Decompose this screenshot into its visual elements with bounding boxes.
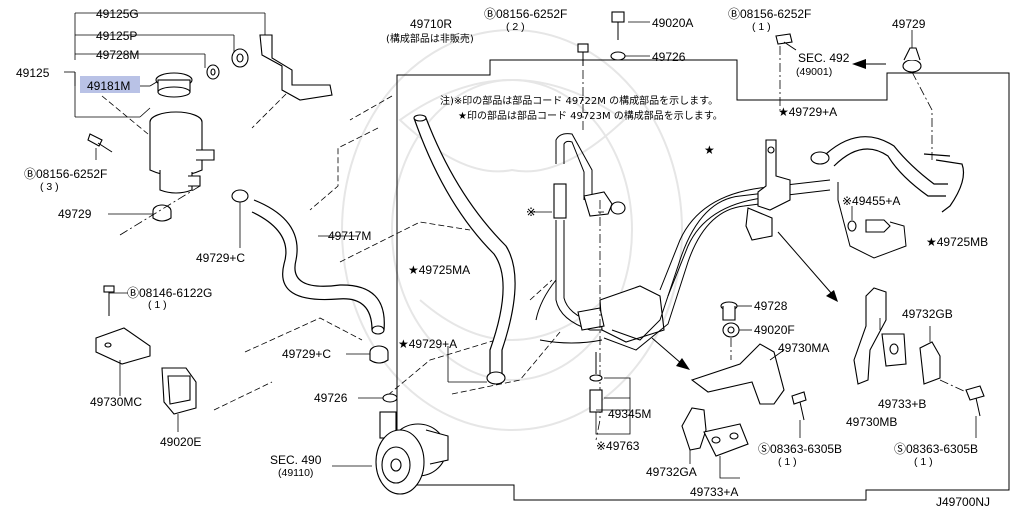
bolt-top-right <box>775 33 797 51</box>
watermark-emblem <box>341 29 683 431</box>
label-49730ma: 49730MA <box>778 341 829 355</box>
label-49729c-low: 49729+C <box>282 347 331 361</box>
label-49726-top: 49726 <box>652 50 686 64</box>
label-49710r: 49710R <box>410 17 452 31</box>
label-49729-tr: 49729 <box>892 17 926 31</box>
label-49125p: 49125P <box>96 29 137 43</box>
label-49728m: 49728M <box>96 48 139 62</box>
label-49729-left: 49729 <box>58 207 92 221</box>
pipe-junction-block <box>599 285 665 343</box>
collar <box>206 64 220 80</box>
label-bolt-top-qty: ( 2 ) <box>506 21 525 33</box>
arrow-to-bracket-ma <box>676 358 690 370</box>
label-star-mark: ★ <box>704 143 715 157</box>
label-49125g: 49125G <box>96 7 139 21</box>
label-bolt-top-code: Ⓑ08156-6252F <box>484 7 567 21</box>
clamp-49729a-top <box>810 151 830 165</box>
label-49732ga: 49732GA <box>646 465 697 479</box>
fitting-49455a <box>837 182 907 259</box>
label-49733a: 49733+A <box>690 485 738 499</box>
label-49730mc: 49730MC <box>90 395 142 409</box>
label-49345m: 49345M <box>608 407 651 421</box>
label-49455a: ※49455+A <box>842 194 900 208</box>
label-49729a-top: ★49729+A <box>778 105 837 119</box>
bolt-mid <box>103 285 115 316</box>
bolt-left <box>87 133 113 153</box>
label-49725mb: ★49725MB <box>926 235 988 249</box>
label-49717m: 49717M <box>328 229 371 243</box>
label-bolt-tr-code: Ⓑ08156-6252F <box>728 7 811 21</box>
bracket-49730ma <box>690 343 785 405</box>
label-bolt-mid-qty: ( 1 ) <box>148 299 167 311</box>
clamp-lower <box>369 345 389 364</box>
label-49728: 49728 <box>754 299 788 313</box>
label-sec492: SEC. 492 <box>798 51 850 65</box>
label-screw-mid-code: Ⓢ08363-6305B <box>758 442 842 456</box>
label-49181m[interactable]: 49181M <box>87 79 130 93</box>
label-49020e: 49020E <box>160 435 201 449</box>
label-49732gb: 49732GB <box>902 307 953 321</box>
o-ring-lower <box>382 393 398 403</box>
label-sec490-sub: (49110) <box>278 467 313 479</box>
label-49763: ※49763 <box>596 439 640 453</box>
label-49020f: 49020F <box>754 323 795 337</box>
arrow-to-sec492 <box>852 59 866 69</box>
clip-49020e <box>161 367 197 415</box>
grommet <box>231 48 249 68</box>
clip-49732ga <box>681 407 707 451</box>
label-49726-low: 49726 <box>314 391 348 405</box>
clamp-49729-tr <box>902 47 922 73</box>
assembly-frame <box>396 59 1010 501</box>
clamp-49729a-low <box>486 371 506 385</box>
reservoir-bracket <box>259 34 333 101</box>
label-sec492-sub: (49001) <box>796 66 832 78</box>
bolt-top <box>577 43 589 66</box>
note-line-1: 注)※印の部品は部品コード 49722M の構成部品を示します。 <box>440 94 718 107</box>
label-49710r-note: (構成部品は非販売) <box>386 32 474 45</box>
clip-49733b <box>881 333 907 367</box>
bracket-49730mc <box>95 327 151 365</box>
label-sec490: SEC. 490 <box>270 453 322 467</box>
label-bolt-left-qty: ( 3 ) <box>40 181 59 193</box>
screw-mid <box>791 391 807 421</box>
clamp-upper <box>231 189 249 203</box>
label-49125: 49125 <box>16 66 50 80</box>
bracket-49730mb <box>853 287 887 385</box>
bracket-star-top <box>745 139 791 241</box>
arrow-to-bracket-mb <box>826 290 838 302</box>
label-asterisk-mark: ※ <box>526 205 536 219</box>
note-line-2: ★印の部品は部品コード 49723M の構成部品を示します。 <box>458 109 723 122</box>
screw-right <box>965 385 985 417</box>
reservoir-tank <box>149 72 215 194</box>
label-49020a: 49020A <box>652 16 693 30</box>
collar-49728 <box>720 301 738 321</box>
label-screw-right-qty: ( 1 ) <box>914 456 933 468</box>
grommet-49020f <box>722 322 740 338</box>
label-screw-right-code: Ⓢ08363-6305B <box>894 442 978 456</box>
bolt-49020a <box>611 11 625 40</box>
label-49730mb: 49730MB <box>846 415 897 429</box>
o-ring-top <box>610 51 626 61</box>
clip-49732gb <box>919 341 941 385</box>
label-bolt-left-code: Ⓑ08156-6252F <box>24 167 107 181</box>
label-bolt-mid-code: Ⓑ08146-6122G <box>127 286 212 300</box>
power-steering-pump <box>375 411 449 495</box>
label-bolt-tr-qty: ( 1 ) <box>752 21 771 33</box>
clip-49733a <box>703 423 749 457</box>
label-screw-mid-qty: ( 1 ) <box>778 456 797 468</box>
highlight-49181m <box>80 76 140 93</box>
label-49725ma: ★49725MA <box>408 263 470 277</box>
label-49733b: 49733+B <box>878 397 926 411</box>
pipe-fitting-top <box>583 191 613 217</box>
pipe-sleeve <box>553 183 567 219</box>
diagram-id: J49700NJ <box>936 495 990 509</box>
label-49729c-top: 49729+C <box>196 251 245 265</box>
clamp-left <box>152 204 172 222</box>
label-49729a-low: ★49729+A <box>398 337 457 351</box>
